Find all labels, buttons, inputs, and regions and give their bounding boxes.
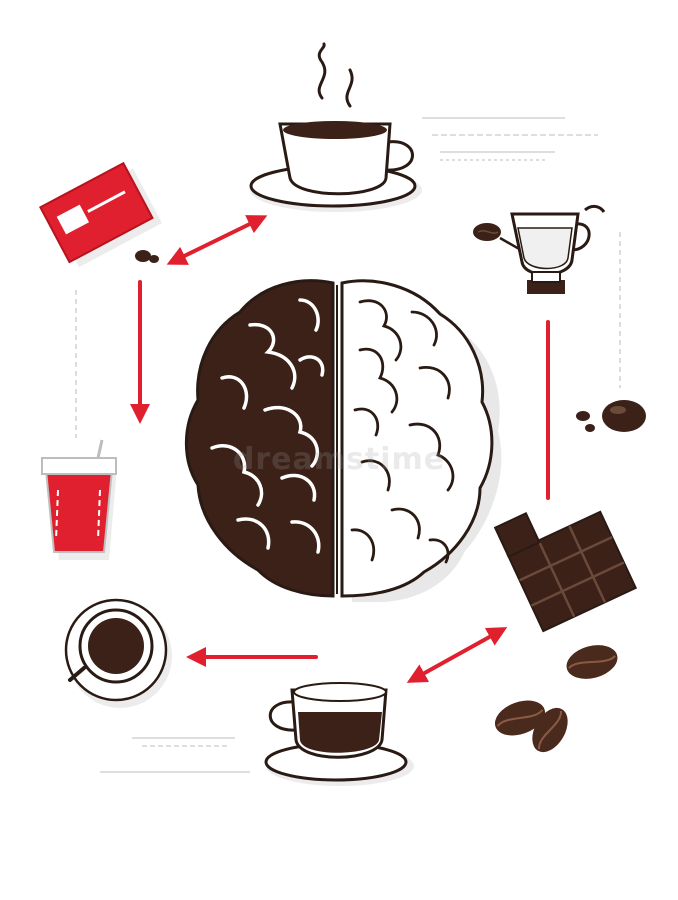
- espresso-cup-icon: [264, 682, 414, 786]
- chocolate-piece-icon: [576, 400, 646, 432]
- coffee-top-view-icon: [64, 598, 172, 708]
- brain-icon: [184, 279, 502, 603]
- arrows: [130, 215, 550, 683]
- takeaway-cup-icon: [41, 439, 117, 560]
- coffee-beans-icon: [494, 645, 618, 753]
- chocolate-bar-icon: [493, 510, 638, 633]
- arrow-chocolate-to-espresso: [406, 627, 508, 683]
- red-sugar-packet-icon: [39, 161, 162, 268]
- brain-right-hemisphere: [340, 279, 494, 598]
- steaming-coffee-cup-icon: [249, 42, 422, 212]
- brain-left-folds: [210, 298, 325, 554]
- dashed-decor-lines: [75, 117, 621, 773]
- brain-left-hemisphere: [184, 279, 335, 598]
- brain-right-folds: [350, 299, 455, 564]
- arrow-packet-to-cup: [166, 215, 268, 265]
- coffee-cup-with-beans-icon: [473, 204, 606, 294]
